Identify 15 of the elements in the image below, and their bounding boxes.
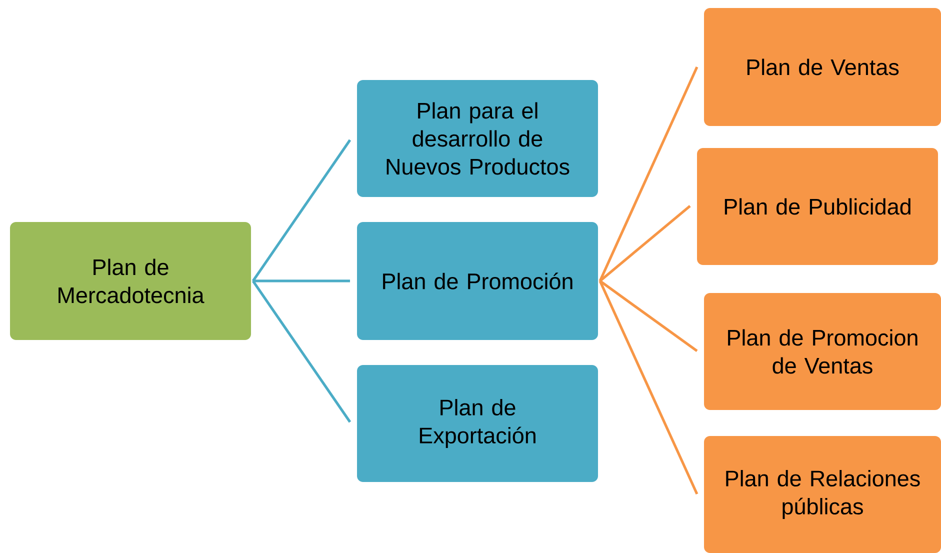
process-box: Plan de Promocion de Ventas bbox=[704, 292, 941, 410]
connector-line bbox=[599, 204, 691, 282]
connector-line bbox=[599, 280, 698, 352]
process-box: Plan para el desarrollo de Nuevos Productos bbox=[357, 80, 598, 197]
process-box: Plan de Mercadotecnia bbox=[10, 222, 251, 340]
connector-line bbox=[598, 280, 698, 495]
process-box: Plan de Exportación bbox=[357, 364, 598, 482]
process-box: Plan de Ventas bbox=[704, 8, 941, 126]
process-box: Plan de Publicidad bbox=[697, 148, 938, 265]
connector-line bbox=[252, 280, 352, 423]
connector-line bbox=[253, 280, 350, 282]
connector-line bbox=[252, 139, 352, 282]
process-box: Plan de Relaciones públicas bbox=[704, 436, 941, 553]
process-box: Plan de Promoción bbox=[357, 222, 598, 340]
connector-line bbox=[598, 66, 698, 282]
